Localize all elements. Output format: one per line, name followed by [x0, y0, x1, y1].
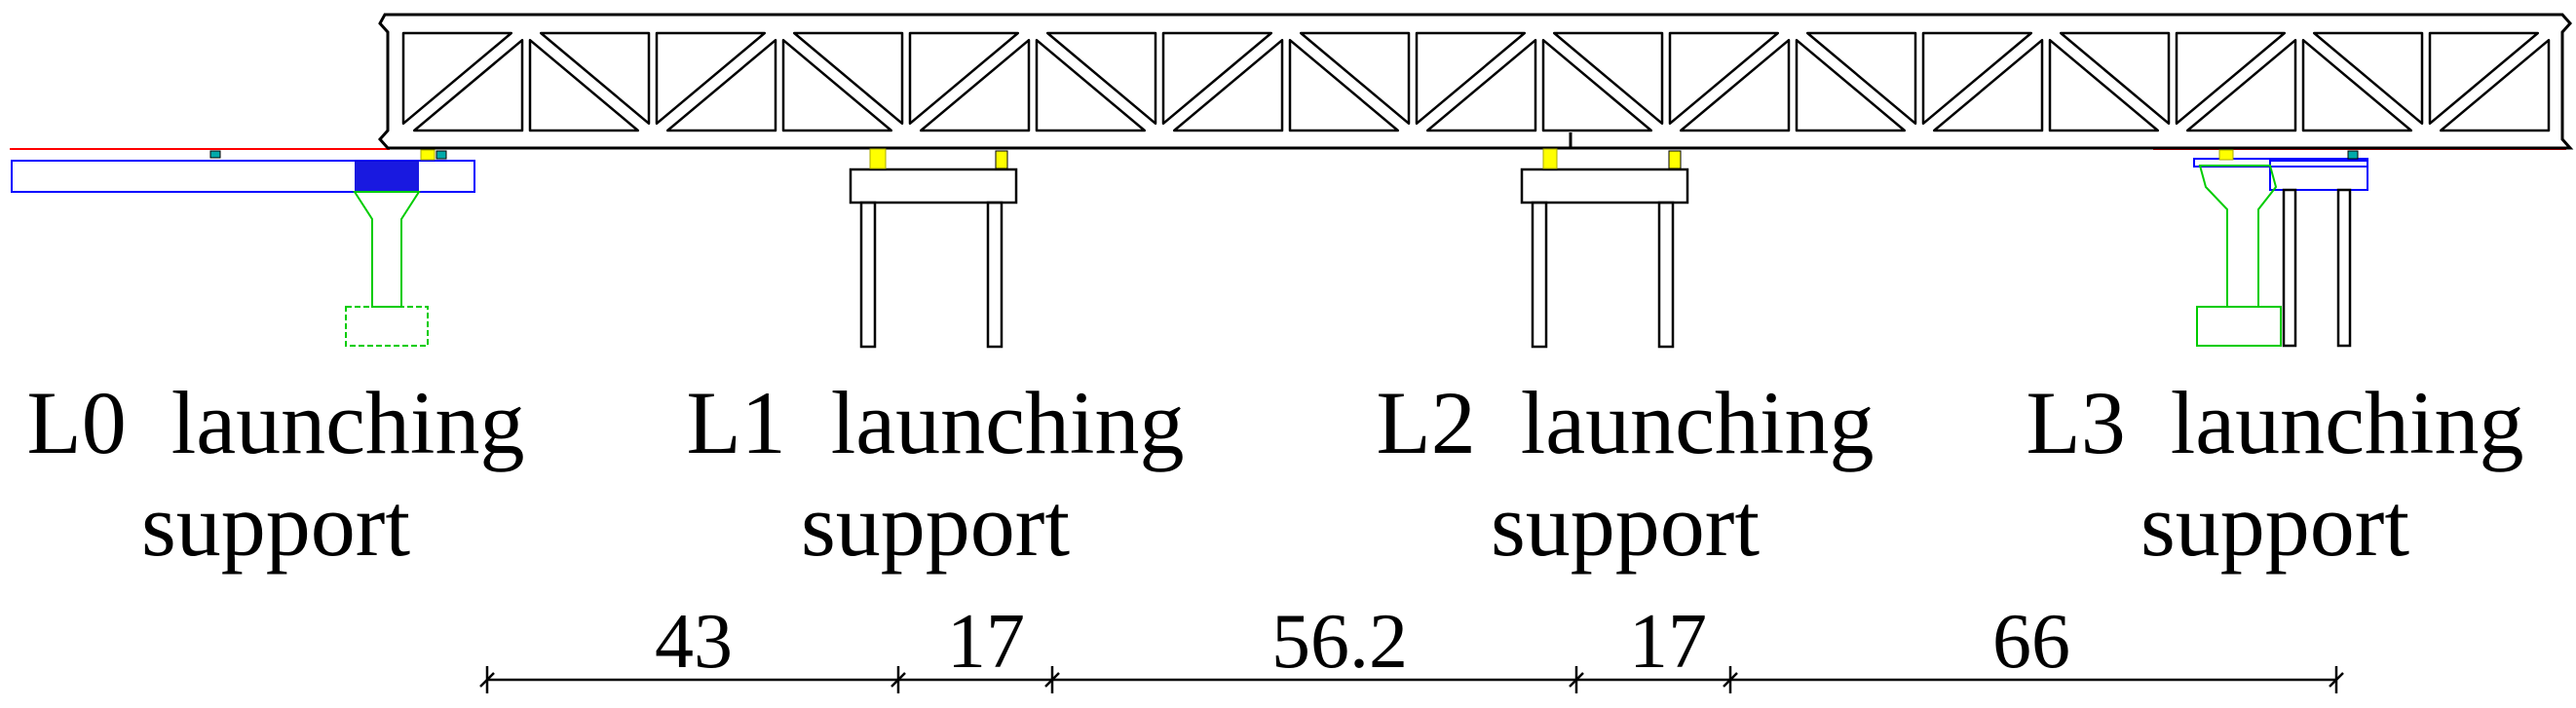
support-labels: L0 launching support L1 launching suppor…: [27, 373, 2524, 575]
truss-panel-triangle: [2048, 38, 2160, 132]
truss-girder: [377, 13, 2574, 150]
support-label-l3-line2: support: [2140, 475, 2409, 575]
l1-column-right: [986, 201, 1004, 349]
truss-panel-triangle: [2439, 38, 2551, 132]
dimension-tick-slash: [890, 672, 906, 688]
dimension-tick-slash: [1723, 672, 1738, 688]
support-label-l1-line2: support: [801, 475, 1070, 575]
truss-panel-triangle: [1552, 31, 1664, 126]
l3-bearing-small: [2347, 150, 2359, 160]
support-l2: [1520, 148, 1689, 349]
l0-pier: [353, 191, 421, 308]
l3-bearing: [2218, 149, 2234, 161]
l2-bearing-right: [1668, 150, 1682, 169]
truss-panel-triangle: [528, 38, 640, 132]
dimension-tick-slash: [2329, 672, 2344, 688]
l2-cap: [1520, 168, 1689, 205]
truss-panel-triangle: [908, 31, 1020, 126]
truss-panel-triangle: [2059, 31, 2171, 126]
truss-panel-triangle: [919, 38, 1031, 132]
l1-cap: [849, 168, 1018, 205]
l0-footing: [345, 306, 429, 347]
support-l3: [2193, 149, 2368, 348]
dimension-tick-slash: [1569, 672, 1584, 688]
truss-panel-triangle: [1425, 38, 1537, 132]
truss-panel-triangle: [2312, 31, 2424, 126]
l1-column-left: [859, 201, 877, 349]
truss-panels: [401, 31, 2551, 132]
truss-panel-triangle: [2301, 38, 2413, 132]
l1-bearing-right: [995, 150, 1008, 169]
truss-panel-triangle: [2185, 38, 2297, 132]
truss-panel-triangle: [1415, 31, 1527, 126]
truss-panel-triangle: [1668, 31, 1780, 126]
l2-column-left: [1531, 201, 1548, 349]
truss-panel-triangle: [2428, 31, 2540, 126]
l0-bearing-left: [209, 150, 221, 159]
truss-panel-triangle: [1045, 31, 1157, 126]
truss-panel-triangle: [1795, 38, 1907, 132]
support-label-l3-line1: L3 launching: [2027, 373, 2524, 472]
dimension-ticks: [479, 666, 2344, 693]
truss-panel-triangle: [1161, 31, 1273, 126]
l3-footing: [2196, 306, 2282, 347]
truss-panel-triangle: [1679, 38, 1791, 132]
support-l1: [849, 148, 1018, 349]
truss-panel-triangle: [1932, 38, 2044, 132]
truss-panel-triangle: [1299, 31, 1411, 126]
truss-panel-triangle: [1805, 31, 1917, 126]
span-value-2: 17: [947, 599, 1025, 685]
truss-panel-triangle: [781, 38, 893, 132]
l3-column-right: [2336, 188, 2352, 348]
support-label-l2-line1: L2 launching: [1377, 373, 1875, 472]
l2-bearing-left: [1542, 148, 1558, 169]
truss-panel-triangle: [1288, 38, 1400, 132]
dimension-line: [479, 666, 2344, 693]
truss-panel-triangle: [1541, 38, 1653, 132]
support-label-l0-line1: L0 launching: [27, 373, 525, 472]
l3-pier: [2198, 165, 2278, 308]
l0-bearing: [420, 149, 436, 161]
support-l0: [11, 149, 475, 347]
support-label-l1-line1: L1 launching: [687, 373, 1185, 472]
support-label-l2-line2: support: [1491, 475, 1760, 575]
truss-panel-triangle: [412, 38, 524, 132]
span-value-5: 66: [1992, 599, 2070, 685]
truss-panel-triangle: [539, 31, 651, 126]
l2-column-right: [1657, 201, 1675, 349]
l0-platform: [11, 160, 475, 193]
span-value-4: 17: [1629, 599, 1707, 685]
truss-panel-triangle: [655, 31, 767, 126]
l0-bearing-small: [436, 150, 447, 160]
truss-panel-triangle: [1035, 38, 1147, 132]
l3-column-left: [2282, 188, 2297, 348]
dimension-tick-slash: [479, 672, 495, 688]
truss-panel-triangle: [792, 31, 904, 126]
dimension-tick-slash: [1044, 672, 1060, 688]
support-label-l0-line2: support: [141, 475, 410, 575]
truss-panel-triangle: [1921, 31, 2033, 126]
l1-bearing-left: [869, 148, 887, 169]
span-values: 43 17 56.2 17 66: [655, 599, 2070, 685]
truss-panel-triangle: [665, 38, 777, 132]
l0-pier-cap: [355, 161, 419, 192]
truss-panel-triangle: [401, 31, 513, 126]
truss-panel-triangle: [2175, 31, 2287, 126]
truss-panel-triangle: [1172, 38, 1284, 132]
span-value-3: 56.2: [1271, 599, 1408, 685]
span-value-1: 43: [655, 599, 733, 685]
l3-platform: [2269, 160, 2368, 191]
